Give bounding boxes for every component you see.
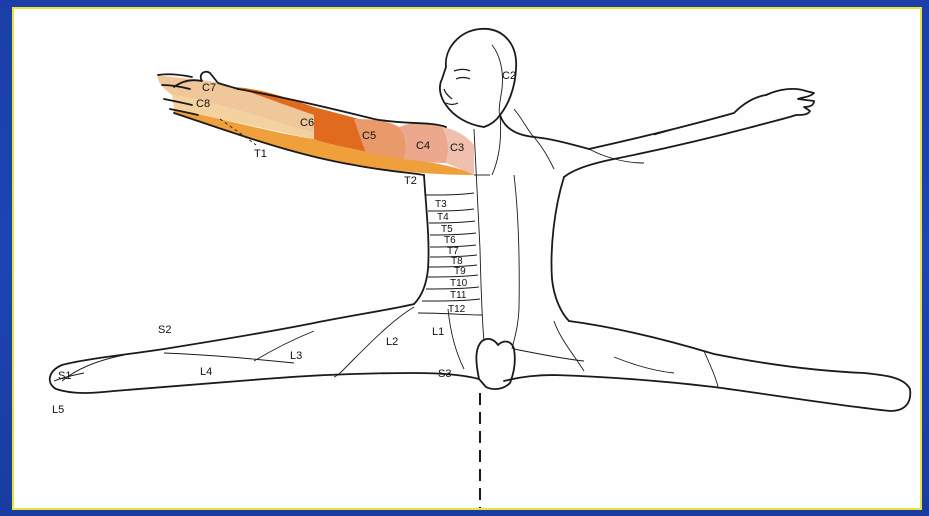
- label-t6: T6: [444, 235, 456, 246]
- label-c6: C6: [300, 117, 314, 129]
- label-t4: T4: [437, 212, 449, 223]
- label-l5: L5: [52, 404, 64, 416]
- label-t10: T10: [450, 278, 468, 289]
- label-t3: T3: [435, 199, 447, 210]
- label-c5: C5: [362, 130, 376, 142]
- label-c8: C8: [196, 98, 210, 110]
- label-t2: T2: [404, 175, 417, 187]
- label-t9: T9: [454, 266, 466, 277]
- label-s3: S3: [438, 368, 451, 380]
- label-l3: L3: [290, 350, 302, 362]
- label-l2: L2: [386, 336, 398, 348]
- label-l1: L1: [432, 326, 444, 338]
- label-l4: L4: [200, 366, 212, 378]
- label-c2: C2: [502, 70, 516, 82]
- label-t11: T11: [450, 290, 467, 301]
- label-c7: C7: [202, 82, 216, 94]
- label-t1: T1: [254, 148, 267, 160]
- label-s2: S2: [158, 324, 171, 336]
- label-c3: C3: [450, 142, 464, 154]
- dermatome-figure: C2 C3 C4 C5 C6 C7 C8 T1 T2 T3 T4 T5 T6 T…: [14, 9, 920, 508]
- label-t12: T12: [448, 304, 466, 315]
- face-details: [444, 70, 470, 105]
- figure-frame: C2 C3 C4 C5 C6 C7 C8 T1 T2 T3 T4 T5 T6 T…: [12, 7, 922, 510]
- label-c4: C4: [416, 140, 430, 152]
- label-t5: T5: [441, 224, 453, 235]
- label-s1: S1: [58, 370, 71, 382]
